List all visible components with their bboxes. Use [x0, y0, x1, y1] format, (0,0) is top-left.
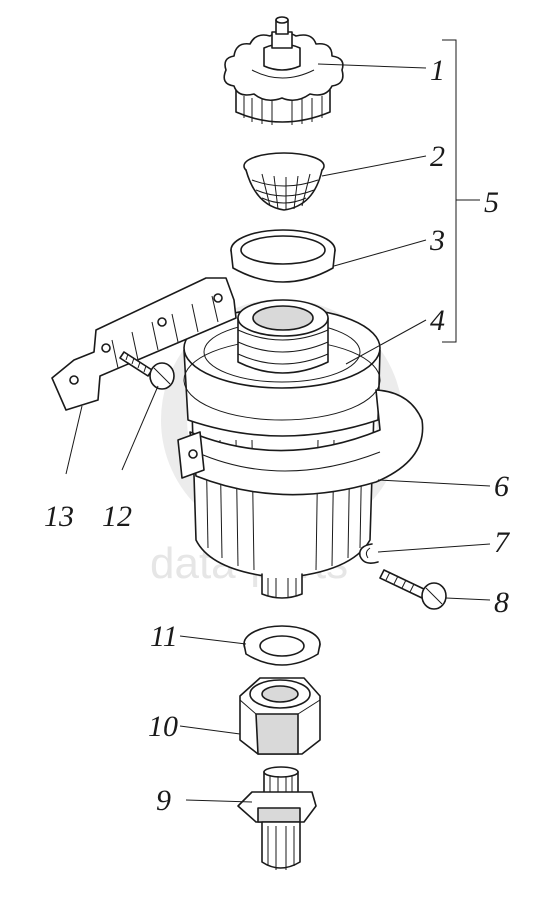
callout-3: 3: [429, 224, 445, 257]
part-2-strainer: [243, 152, 325, 211]
callout-12: 12: [102, 500, 132, 533]
callout-6: 6: [494, 470, 509, 503]
callout-7: 7: [494, 526, 511, 559]
part-12-screw: [119, 351, 175, 390]
callout-11: 11: [150, 620, 178, 653]
leader-12: [121, 385, 159, 471]
part-3-seal-ring: [230, 229, 336, 283]
leader-8: [445, 597, 491, 601]
callout-1: 1: [430, 54, 445, 87]
callout-5: 5: [484, 186, 499, 219]
leader-13: [65, 405, 83, 475]
callout-2: 2: [430, 140, 445, 173]
part-6-clamp-band: [177, 389, 424, 496]
leader-7: [377, 543, 491, 553]
leader-3: [333, 239, 427, 267]
bracket-5: [442, 39, 457, 343]
callout-10: 10: [148, 710, 178, 743]
leader-6: [377, 479, 491, 487]
callout-labels: 1 2 3 4 5 6 7 8 9 10 11 12 13: [44, 54, 511, 817]
part-9-fitting: [237, 766, 317, 870]
part-10-union-nut: [239, 677, 321, 755]
leader-9: [185, 799, 253, 803]
part-7-washer: [358, 543, 379, 564]
callout-9: 9: [156, 784, 171, 817]
part-13-bracket: [51, 277, 237, 411]
part-11-washer: [243, 625, 321, 666]
leader-2: [321, 155, 427, 177]
leader-lines: [65, 39, 491, 803]
part-8-screw: [379, 569, 447, 610]
leader-1: [317, 63, 427, 69]
leader-11: [179, 635, 247, 645]
part-1-filler-cap: [223, 16, 344, 125]
leader-10: [179, 725, 241, 735]
leader-4: [345, 319, 427, 365]
callout-8: 8: [494, 586, 509, 619]
callout-4: 4: [430, 304, 445, 337]
callout-13: 13: [44, 500, 74, 533]
